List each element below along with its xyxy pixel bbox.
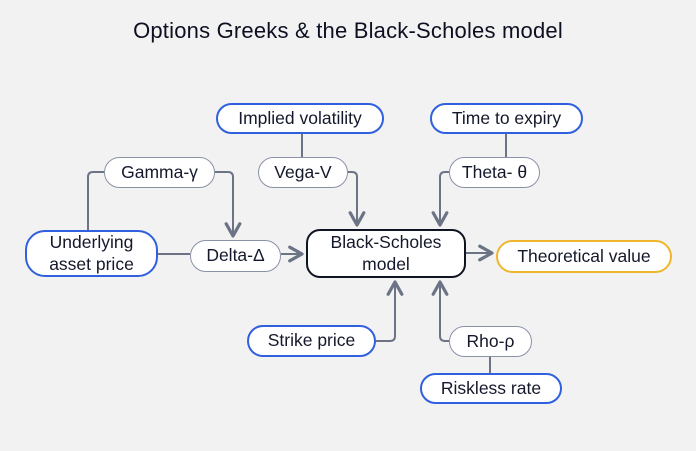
node-vega: Vega-V [258, 157, 348, 188]
node-black-scholes-model-label: Black-Scholes model [330, 232, 442, 274]
node-black-scholes-model: Black-Scholes model [306, 229, 466, 278]
edge-gamma-to-delta [215, 171, 242, 238]
edge-theta-to-black-scholes [431, 171, 449, 227]
node-delta-label: Delta-Δ [206, 245, 265, 266]
node-implied-volatility: Implied volatility [216, 103, 384, 134]
node-underlying-asset-price: Underlying asset price [25, 230, 158, 277]
diagram-title: Options Greeks & the Black-Scholes model [133, 18, 563, 43]
node-gamma-label: Gamma-γ [121, 161, 198, 182]
node-strike-price-label: Strike price [267, 330, 356, 351]
edge-underlying-asset-price-to-gamma [87, 171, 104, 230]
edge-vega-to-black-scholes [348, 171, 366, 227]
node-rho: Rho-ρ [449, 326, 532, 357]
node-underlying-asset-price-label: Underlying asset price [49, 232, 134, 274]
node-vega-label: Vega-V [274, 161, 332, 182]
edge-strike-price-to-black-scholes [376, 280, 404, 342]
node-theta: Theta- θ [449, 157, 540, 188]
node-time-to-expiry: Time to expiry [430, 103, 583, 134]
node-implied-volatility-label: Implied volatility [238, 107, 362, 128]
node-rho-label: Rho-ρ [466, 330, 515, 351]
node-strike-price: Strike price [247, 325, 376, 357]
node-time-to-expiry-label: Time to expiry [451, 107, 562, 128]
node-delta: Delta-Δ [190, 240, 281, 272]
node-riskless-rate: Riskless rate [420, 373, 562, 404]
node-theoretical-value-label: Theoretical value [517, 245, 651, 266]
node-theta-label: Theta- θ [461, 161, 528, 182]
node-theoretical-value: Theoretical value [496, 240, 672, 273]
edge-rho-to-black-scholes [431, 280, 449, 342]
node-gamma: Gamma-γ [104, 157, 215, 188]
node-riskless-rate-label: Riskless rate [440, 377, 542, 398]
